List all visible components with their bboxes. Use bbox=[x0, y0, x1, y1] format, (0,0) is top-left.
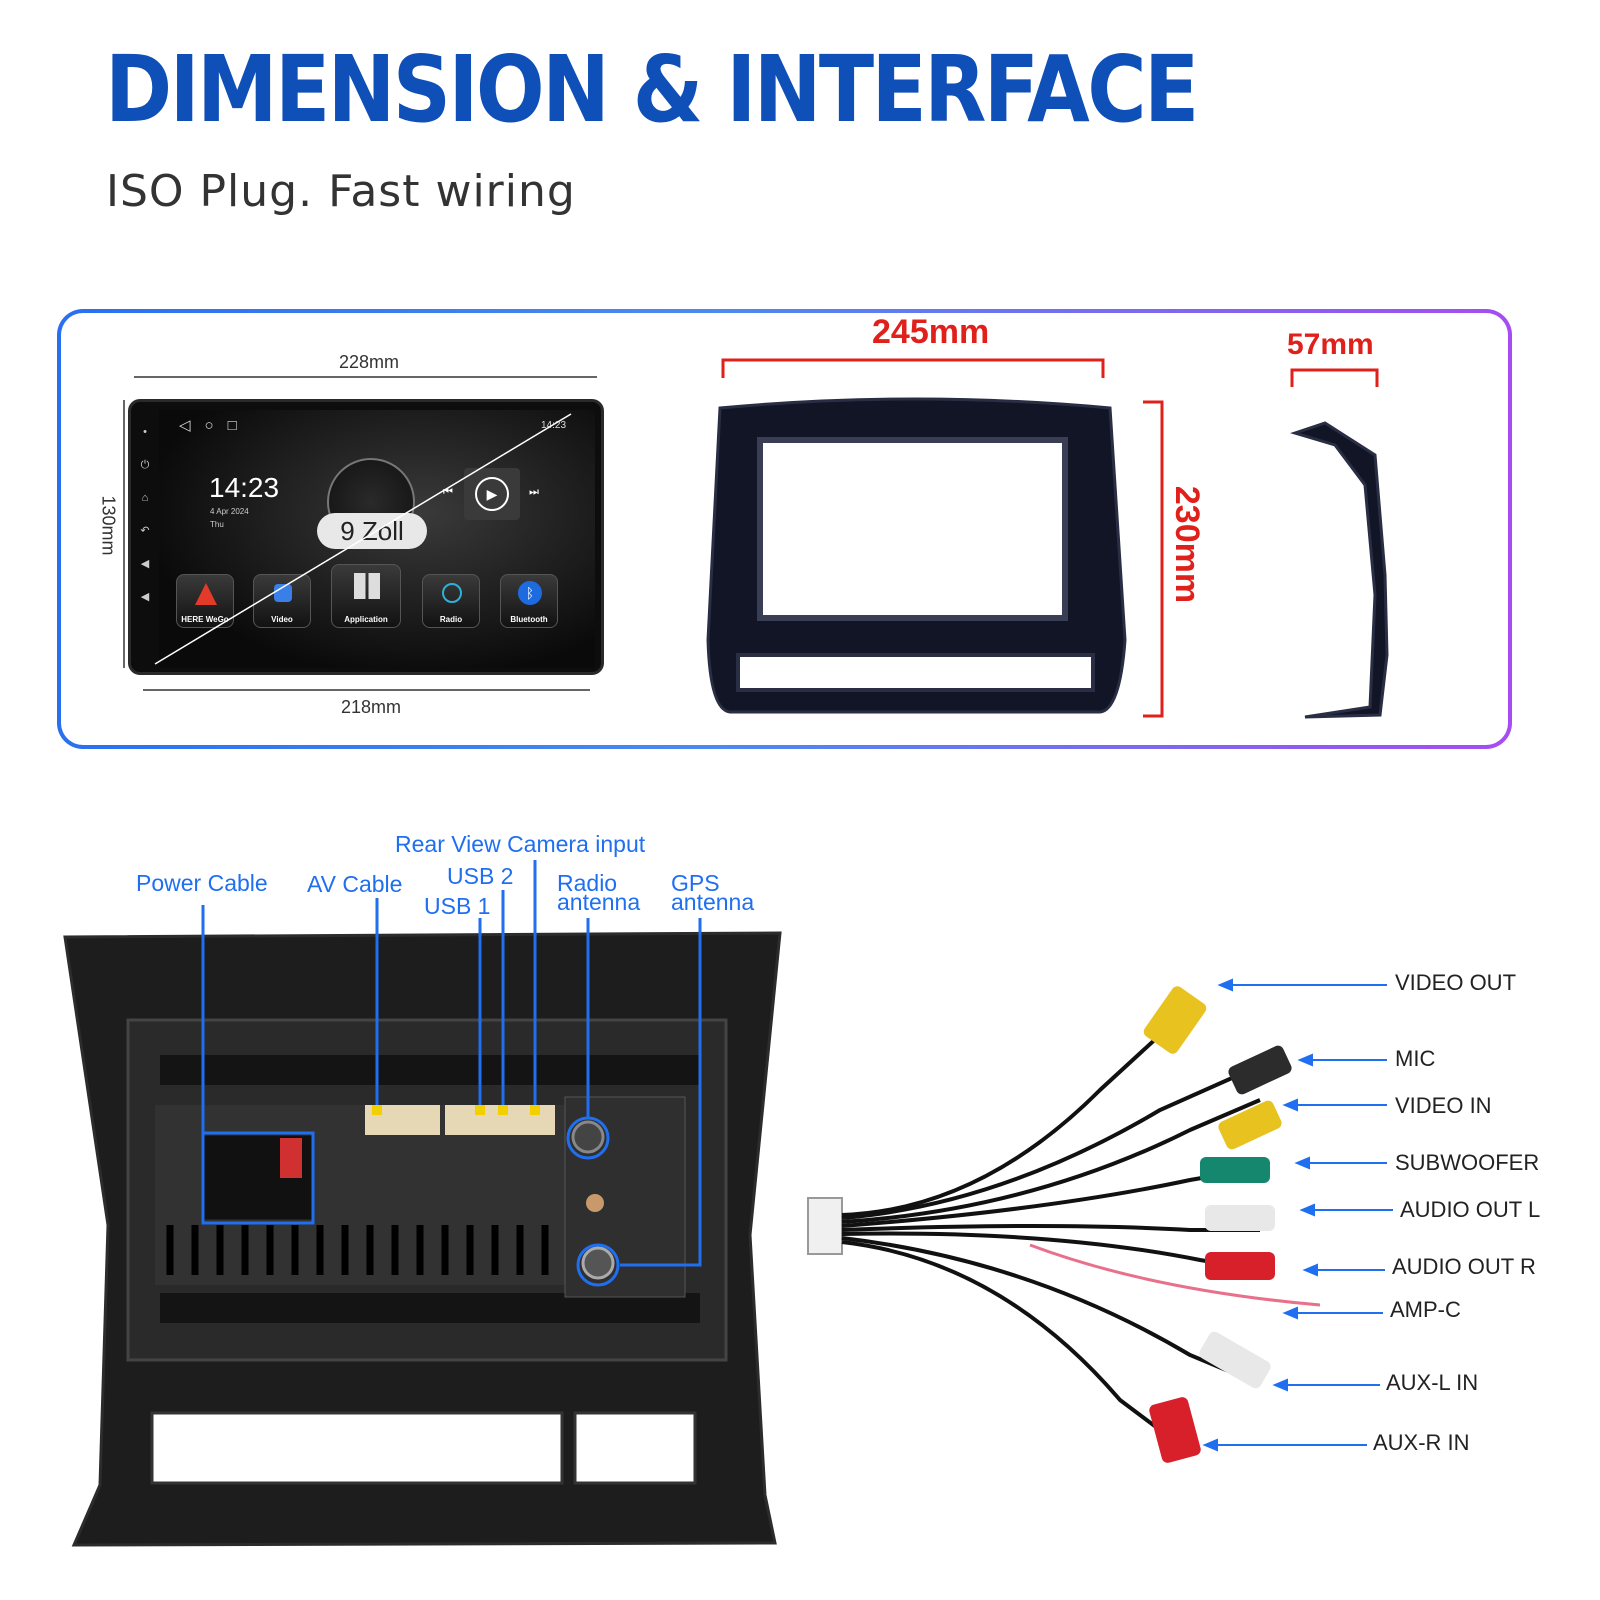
radio-icon bbox=[442, 583, 462, 603]
label-rear-camera: Rear View Camera input bbox=[395, 831, 646, 857]
clock: 14:23 bbox=[209, 472, 280, 503]
label-radio-antenna-2: antenna bbox=[557, 889, 641, 915]
label-usb1: USB 1 bbox=[424, 893, 491, 919]
label-video-out: VIDEO OUT bbox=[1395, 970, 1517, 995]
label-usb2: USB 2 bbox=[447, 863, 514, 889]
app-tile-here-wego: HERE WeGo bbox=[176, 574, 234, 628]
status-time: 14:23 bbox=[541, 420, 567, 431]
diagonal-line bbox=[154, 413, 572, 665]
unit-rear-view bbox=[63, 931, 782, 1547]
label-amp-c: AMP-C bbox=[1390, 1297, 1461, 1322]
clock-day: Thu bbox=[210, 520, 224, 529]
label-aux-r-in: AUX-R IN bbox=[1373, 1430, 1470, 1455]
mounting-frame-front bbox=[706, 397, 1127, 714]
prev-icon: ⏮ bbox=[443, 486, 453, 498]
frame-width-label: 245mm bbox=[872, 313, 990, 351]
clock-date: 4 Apr 2024 bbox=[210, 507, 249, 516]
label-power-cable: Power Cable bbox=[136, 870, 268, 896]
play-icon: ▶ bbox=[475, 477, 509, 511]
mounting-frame-side bbox=[1290, 421, 1389, 719]
head-unit-screen: •⏻⌂↶◀◀ ◁○□ 14:23 14:23 4 Apr 2024 Thu ▶ … bbox=[128, 399, 604, 675]
rca-cable-harness bbox=[807, 986, 1321, 1463]
label-av-cable: AV Cable bbox=[307, 871, 403, 897]
page-title: DIMENSION & INTERFACE bbox=[105, 36, 1199, 143]
label-gps-antenna-1: GPS bbox=[671, 870, 720, 896]
bluetooth-icon: ᛒ bbox=[518, 581, 542, 605]
label-aux-l-in: AUX-L IN bbox=[1386, 1370, 1479, 1395]
frame-depth-label: 57mm bbox=[1287, 328, 1374, 361]
next-icon: ⏭ bbox=[529, 486, 539, 498]
media-widget: ▶ bbox=[464, 468, 520, 520]
side-buttons: •⏻⌂↶◀◀ bbox=[140, 426, 150, 603]
video-icon bbox=[274, 584, 292, 602]
app-tile-radio: Radio bbox=[422, 574, 480, 628]
app-tile-video: Video bbox=[253, 574, 311, 628]
page-subtitle: ISO Plug. Fast wiring bbox=[106, 166, 576, 217]
label-mic: MIC bbox=[1395, 1046, 1436, 1071]
apps-grid-icon bbox=[354, 573, 380, 599]
screen-width-top-label: 228mm bbox=[339, 352, 400, 372]
nav-bar: ◁○□ bbox=[179, 417, 251, 434]
label-audio-out-r: AUDIO OUT R bbox=[1392, 1254, 1536, 1279]
label-radio-antenna-1: Radio bbox=[557, 870, 618, 896]
label-subwoofer: SUBWOOFER bbox=[1395, 1150, 1540, 1175]
navigation-icon bbox=[195, 583, 217, 605]
label-video-in: VIDEO IN bbox=[1395, 1093, 1492, 1118]
label-audio-out-l: AUDIO OUT L bbox=[1400, 1197, 1541, 1222]
size-badge: 9 Zoll bbox=[317, 513, 427, 549]
screen-width-bottom-label: 218mm bbox=[341, 697, 402, 717]
app-tile-application: Application bbox=[331, 564, 401, 628]
label-gps-antenna-2: antenna bbox=[671, 889, 755, 915]
